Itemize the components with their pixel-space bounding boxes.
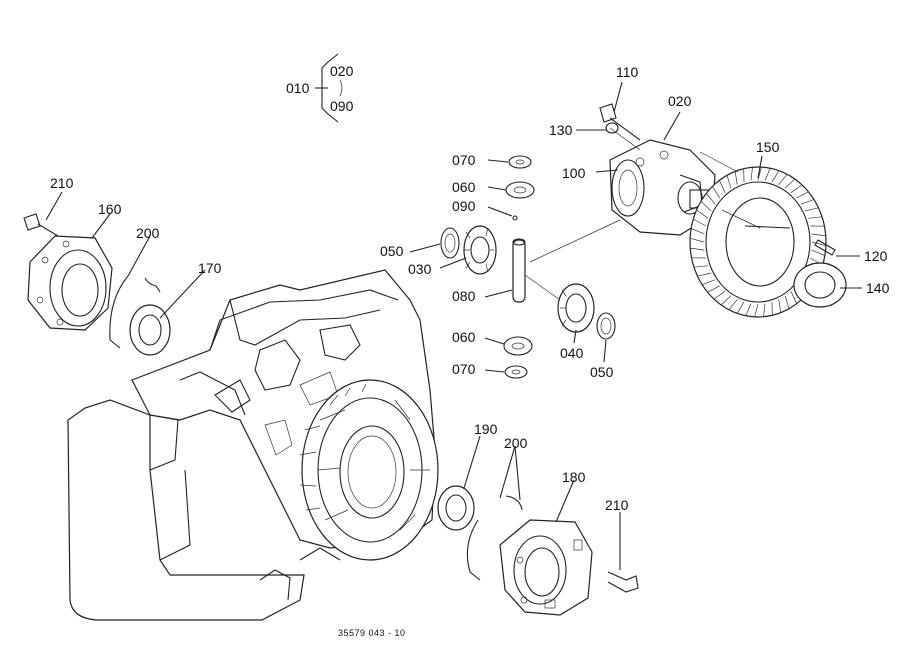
label-170: 170 — [198, 260, 222, 276]
gear-tooth — [811, 241, 826, 247]
washer-050-right — [596, 312, 616, 340]
gear-tooth — [796, 191, 809, 199]
gear-tooth — [784, 295, 790, 309]
gear-tooth — [728, 299, 738, 311]
label-050-right: 050 — [590, 364, 614, 380]
gear-tooth — [693, 218, 706, 227]
differential-case — [609, 139, 719, 236]
washer-050-left — [440, 227, 460, 259]
label-040: 040 — [560, 345, 584, 361]
label-020-range: 020 — [330, 63, 354, 79]
gear-tooth — [811, 249, 826, 256]
bearing-190 — [437, 485, 475, 531]
label-150: 150 — [756, 139, 780, 155]
gear-tooth — [720, 295, 732, 306]
label-020: 020 — [668, 93, 692, 109]
label-120: 120 — [864, 248, 888, 264]
gear-tooth — [693, 265, 709, 268]
gear-tooth — [697, 272, 712, 277]
gear-tooth — [778, 299, 782, 313]
bearing-housing-160 — [27, 235, 113, 331]
label-080: 080 — [452, 288, 476, 304]
bearing-housing-180 — [499, 519, 593, 616]
gear-tooth — [807, 216, 823, 219]
label-140: 140 — [866, 280, 890, 296]
gear-tooth — [726, 175, 732, 189]
bolt-210-left — [23, 213, 59, 237]
shaft-080 — [512, 238, 526, 303]
gear-tooth — [690, 237, 705, 243]
label-060-bottom: 060 — [452, 329, 476, 345]
ring-gear — [689, 166, 827, 318]
bolt-110-washer-130 — [599, 103, 641, 141]
label-060-top: 060 — [452, 179, 476, 195]
side-gear-030 — [463, 225, 497, 275]
pinion-060-top — [505, 181, 535, 199]
gear-tooth — [804, 207, 819, 212]
label-030: 030 — [408, 261, 432, 277]
label-130: 130 — [549, 122, 573, 138]
label-190: 190 — [474, 421, 498, 437]
pin-090 — [512, 215, 518, 221]
bolt-210-right — [607, 571, 639, 593]
washer-070-bottom — [504, 365, 528, 379]
gear-tooth — [790, 184, 803, 194]
side-gear-040 — [557, 283, 595, 333]
gear-tooth — [778, 173, 788, 185]
snap-ring-200-left — [109, 275, 161, 349]
gear-tooth — [700, 201, 712, 212]
gear-tooth — [713, 290, 726, 300]
bearing-140 — [793, 262, 847, 308]
label-200-left: 200 — [136, 225, 160, 241]
bolt-120 — [814, 239, 836, 256]
washer-070-top — [508, 155, 532, 169]
gear-tooth — [750, 167, 753, 181]
gear-tooth — [800, 199, 815, 205]
label-160: 160 — [98, 201, 122, 217]
transmission-housing — [67, 269, 439, 621]
label-180: 180 — [562, 469, 586, 485]
assembly-lines — [524, 127, 761, 301]
gear-tooth — [764, 168, 771, 181]
label-070-bottom: 070 — [452, 361, 476, 377]
gear-tooth — [734, 171, 738, 185]
label-090-range: 090 — [330, 98, 354, 114]
gear-tooth — [745, 303, 752, 316]
gear-tooth — [696, 209, 709, 219]
gear-tooth — [790, 291, 797, 304]
label-100: 100 — [562, 165, 586, 181]
gear-tooth — [754, 303, 759, 317]
gear-tooth — [690, 228, 705, 235]
label-010: 010 — [286, 80, 310, 96]
gear-tooth — [736, 301, 745, 314]
label-070-top: 070 — [452, 152, 476, 168]
gear-tooth — [707, 285, 720, 293]
label-210-left: 210 — [50, 175, 74, 191]
label-200-right: 200 — [504, 435, 528, 451]
gear-tooth — [712, 186, 721, 199]
part-labels: 010 020 090 110 020 130 150 100 070 060 … — [50, 63, 890, 638]
label-110: 110 — [616, 64, 639, 80]
label-090: 090 — [452, 198, 476, 214]
gear-tooth — [701, 279, 716, 285]
bearing-170 — [129, 304, 171, 356]
label-210-right: 210 — [605, 497, 629, 513]
label-050-left: 050 — [380, 243, 404, 259]
leader-lines — [45, 53, 862, 570]
gear-tooth — [705, 193, 716, 205]
gear-tooth — [690, 247, 705, 251]
gear-tooth — [784, 178, 796, 189]
drawing-reference-number: 35579 043 - 10 — [338, 628, 406, 638]
snap-ring-200-right — [466, 495, 523, 581]
pinion-060-bottom — [503, 336, 533, 356]
gear-tooth — [763, 303, 766, 317]
gear-tooth — [771, 170, 780, 183]
gear-tooth — [719, 180, 726, 193]
gear-tooth — [811, 233, 826, 237]
